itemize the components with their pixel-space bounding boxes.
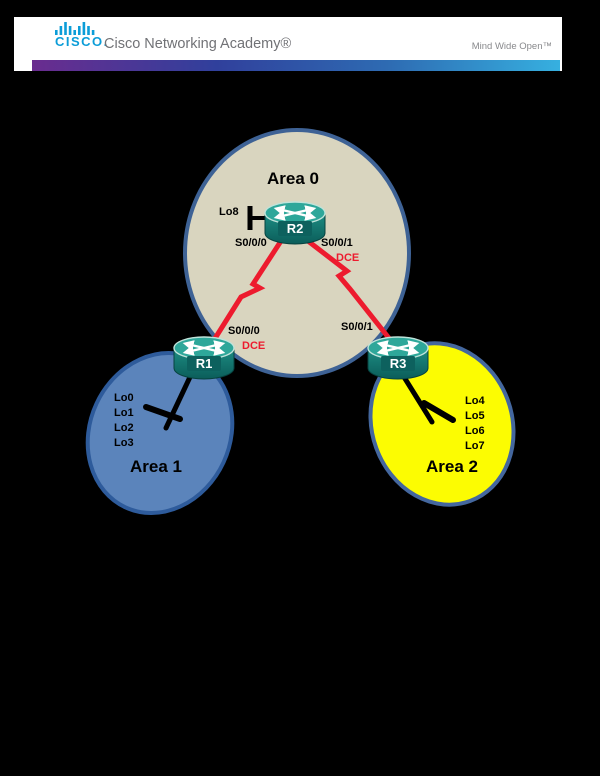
header-product-title: Cisco Networking Academy® bbox=[104, 36, 292, 52]
r3-loopback-lo7: Lo7 bbox=[465, 440, 485, 452]
r1-loopback-lo0: Lo0 bbox=[114, 392, 134, 404]
cisco-brand-text: CISCO. bbox=[55, 34, 109, 49]
r2-dce-label: DCE bbox=[336, 252, 360, 264]
area1-ellipse bbox=[87, 353, 233, 513]
router-r3-icon: R3 bbox=[367, 336, 429, 380]
router-r3-label: R3 bbox=[390, 356, 407, 371]
r3-loopback-connector bbox=[401, 374, 456, 425]
r3-loopback-list: Lo4 Lo5 Lo6 Lo7 bbox=[465, 395, 485, 455]
router-r1-label: R1 bbox=[196, 356, 213, 371]
r3-loopback-lo4: Lo4 bbox=[465, 395, 485, 407]
area1-label: Area 1 bbox=[130, 457, 182, 476]
area0-label: Area 0 bbox=[267, 169, 319, 188]
r2-interface-right-label: S0/0/1 bbox=[321, 237, 353, 249]
header-gradient-bar bbox=[32, 60, 560, 71]
r1-loopback-lo2: Lo2 bbox=[114, 422, 134, 434]
r3-interface-label: S0/0/1 bbox=[341, 321, 373, 333]
r1-interface-label: S0/0/0 bbox=[228, 325, 260, 337]
r1-loopback-lo3: Lo3 bbox=[114, 437, 134, 449]
area0-ellipse-border bbox=[183, 128, 411, 378]
router-r1-icon: R1 bbox=[173, 336, 235, 380]
r2-interface-left-label: S0/0/0 bbox=[235, 237, 267, 249]
header: CISCO. Cisco Networking Academy® Mind Wi… bbox=[14, 17, 562, 71]
area2-label: Area 2 bbox=[426, 457, 478, 476]
r2-loopback-connector bbox=[247, 206, 267, 230]
r1-loopback-connector bbox=[143, 374, 193, 431]
r1-loopback-lo1: Lo1 bbox=[114, 407, 134, 419]
header-tagline: Mind Wide Open™ bbox=[471, 41, 552, 52]
r1-dce-label: DCE bbox=[242, 340, 266, 352]
serial-link-r2-r1 bbox=[211, 238, 284, 343]
cisco-logo-bars-icon bbox=[55, 22, 99, 35]
r1-loopback-list: Lo0 Lo1 Lo2 Lo3 bbox=[114, 392, 134, 452]
router-r2-icon: R2 bbox=[264, 201, 326, 245]
router-r2-label: R2 bbox=[287, 221, 304, 236]
r2-loopback-label: Lo8 bbox=[219, 206, 239, 218]
r3-loopback-lo6: Lo6 bbox=[465, 425, 485, 437]
area0-ellipse bbox=[185, 130, 409, 376]
serial-link-r2-r3 bbox=[305, 238, 395, 345]
cisco-signal-bars-icon bbox=[55, 22, 95, 35]
r3-loopback-lo5: Lo5 bbox=[465, 410, 485, 422]
